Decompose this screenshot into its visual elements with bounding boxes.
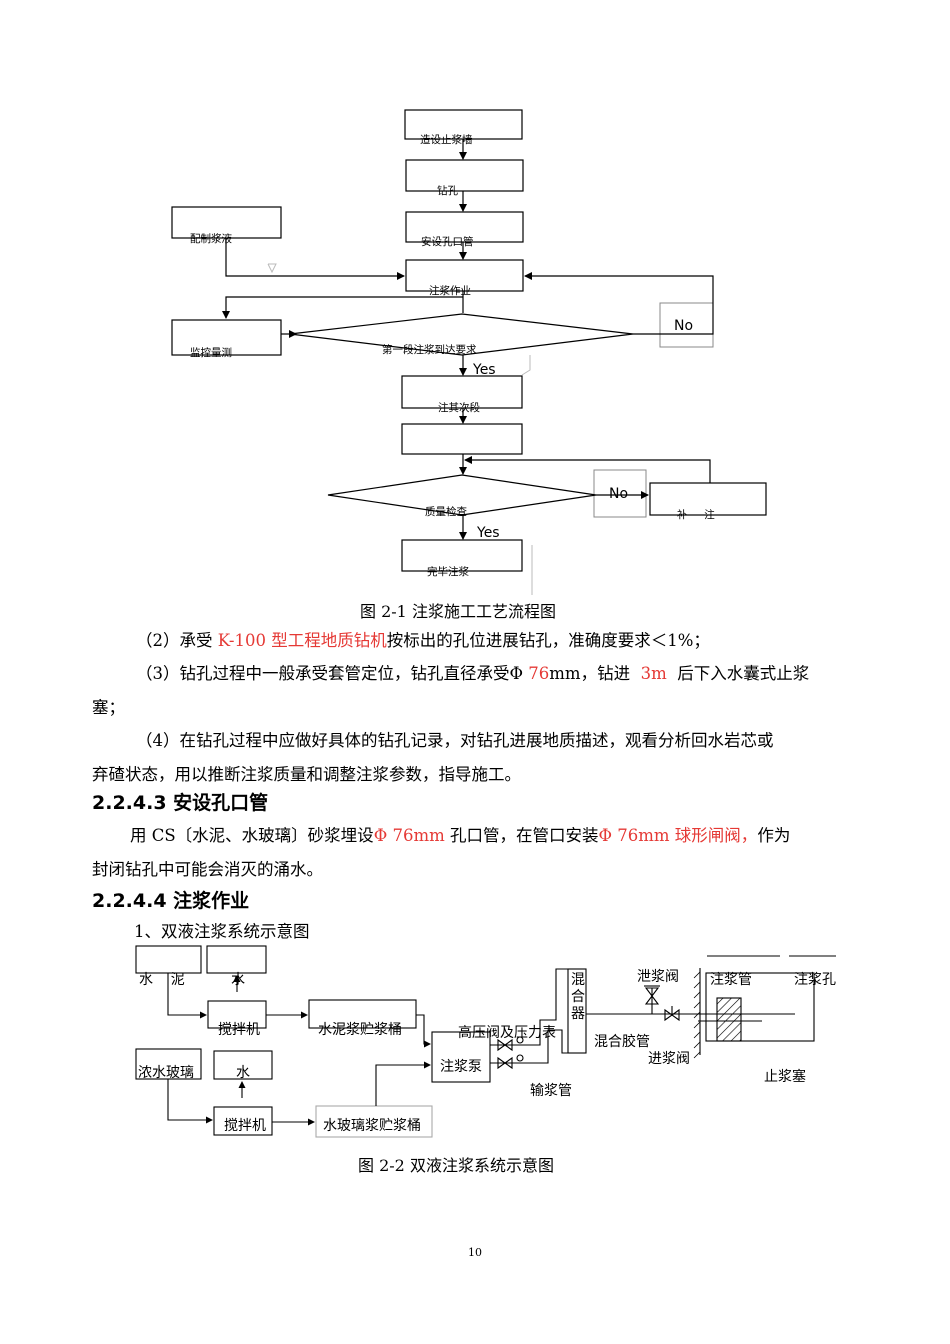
- decision-label-1: 第一段注浆到达要求: [382, 343, 477, 356]
- yes-label-1: Yes: [472, 362, 496, 378]
- box-pump: [431, 1031, 491, 1083]
- label-pump: 注浆泵: [440, 1059, 482, 1075]
- flow-label-finish: 完毕注浆: [427, 565, 469, 578]
- label-stop-plug: 止浆塞: [764, 1068, 806, 1085]
- box-tank-2: [315, 1105, 433, 1138]
- paragraph-4: （4）在钻孔过程中应做好具体的钻孔记录，对钻孔进展地质描述，观看分析回水岩芯或 …: [92, 731, 774, 784]
- label-tank-1: 水泥浆贮浆桶: [318, 1022, 402, 1038]
- figure-caption-1: 图 2-1 注浆施工工艺流程图: [360, 602, 556, 621]
- box-tank-1: [308, 999, 417, 1029]
- label-grout-pipe: 注浆管: [710, 972, 752, 988]
- flow-label-wall: 造设止浆墙: [420, 133, 473, 146]
- label-glass: 浓水玻璃: [138, 1064, 194, 1081]
- box-mixer-2: [213, 1106, 273, 1136]
- flow-box-finish: [401, 539, 523, 572]
- flow-box-pipe: [405, 211, 524, 243]
- label-grout-hole: 注浆孔: [794, 972, 836, 988]
- label-hp-valve: 高压阀及压力表: [458, 1024, 556, 1041]
- flow-box-monitor: [171, 319, 282, 356]
- label-hose: 混合胶管: [594, 1033, 650, 1050]
- no-label-1: No: [674, 318, 693, 334]
- paragraph-2: （2）承受 K-100 型工程地质钻机按标出的孔位进展钻孔，准确度要求＜1%；: [136, 631, 710, 650]
- label-mixer-1: 搅拌机: [218, 1022, 260, 1038]
- label-water-1: 水: [231, 972, 245, 988]
- figure-caption-2: 图 2-2 双液注浆系统示意图: [358, 1156, 554, 1175]
- flow-label-grout: 注浆作业: [429, 284, 471, 297]
- borehole-outline: [705, 972, 815, 1042]
- box-water-2: [213, 1050, 273, 1080]
- label-inlet-valve: 进浆阀: [648, 1051, 690, 1067]
- flow-label-next: 注其次段: [438, 401, 480, 414]
- label-delivery-pipe: 输浆管: [530, 1083, 572, 1099]
- stop-plug: [716, 997, 742, 1042]
- process-flowchart: 造设止浆墙 钻孔 安设孔口管 配制浆液 注浆作业 监控量测 第一段注浆到达要求 …: [171, 109, 767, 595]
- flow-box-next: [401, 375, 523, 409]
- no-label-2: No: [609, 486, 628, 502]
- paragraph-5: 用 CS〔水泥、水玻璃〕砂浆埋设Φ 76mm 孔口管，在管口安装Φ 76mm 球…: [92, 826, 791, 879]
- label-water-2: 水: [236, 1065, 250, 1081]
- label-mixer-device: 混合器: [571, 972, 585, 1022]
- label-tank-2: 水玻璃浆贮浆桶: [323, 1117, 421, 1134]
- heading-2-2-4-4: 2.2.4.4 注浆作业: [92, 890, 250, 912]
- flow-box-drill: [405, 159, 524, 192]
- label-mixer-2: 搅拌机: [224, 1118, 266, 1134]
- decision-label-2: 质量检查: [425, 505, 467, 518]
- flow-label-supplement: 补 注: [677, 508, 715, 521]
- paragraph-3: （3）钻孔过程中一般承受套管定位，钻孔直径承受Φ 76mm，钻进 3m 后下入水…: [92, 664, 810, 717]
- box-cement: [135, 945, 202, 974]
- grouting-system-diagram: 水 泥 水 搅拌机 水泥浆贮浆桶 浓水玻璃 水 搅拌机 水玻璃浆贮浆桶 注浆泵 …: [135, 945, 836, 1138]
- flow-label-pipe: 安设孔口管: [421, 235, 474, 248]
- box-mixer-device: [567, 968, 587, 1054]
- page-number: 10: [468, 1246, 482, 1259]
- box-water-1: [206, 945, 267, 974]
- label-relief-valve: 泄浆阀: [637, 969, 679, 985]
- flow-label-drill: 钻孔: [437, 184, 458, 197]
- flow-box-grout: [405, 259, 524, 292]
- yes-label-2: Yes: [476, 525, 500, 541]
- heading-2-2-4-3: 2.2.4.3 安设孔口管: [92, 792, 269, 814]
- flow-label-monitor: 监控量测: [190, 346, 232, 359]
- flow-box-blank: [401, 423, 523, 455]
- subheading-1: 1、双液注浆系统示意图: [134, 922, 310, 941]
- flow-box-supplement: [649, 482, 767, 516]
- label-cement: 水 泥: [139, 972, 185, 988]
- flow-label-mix: 配制浆液: [190, 232, 232, 245]
